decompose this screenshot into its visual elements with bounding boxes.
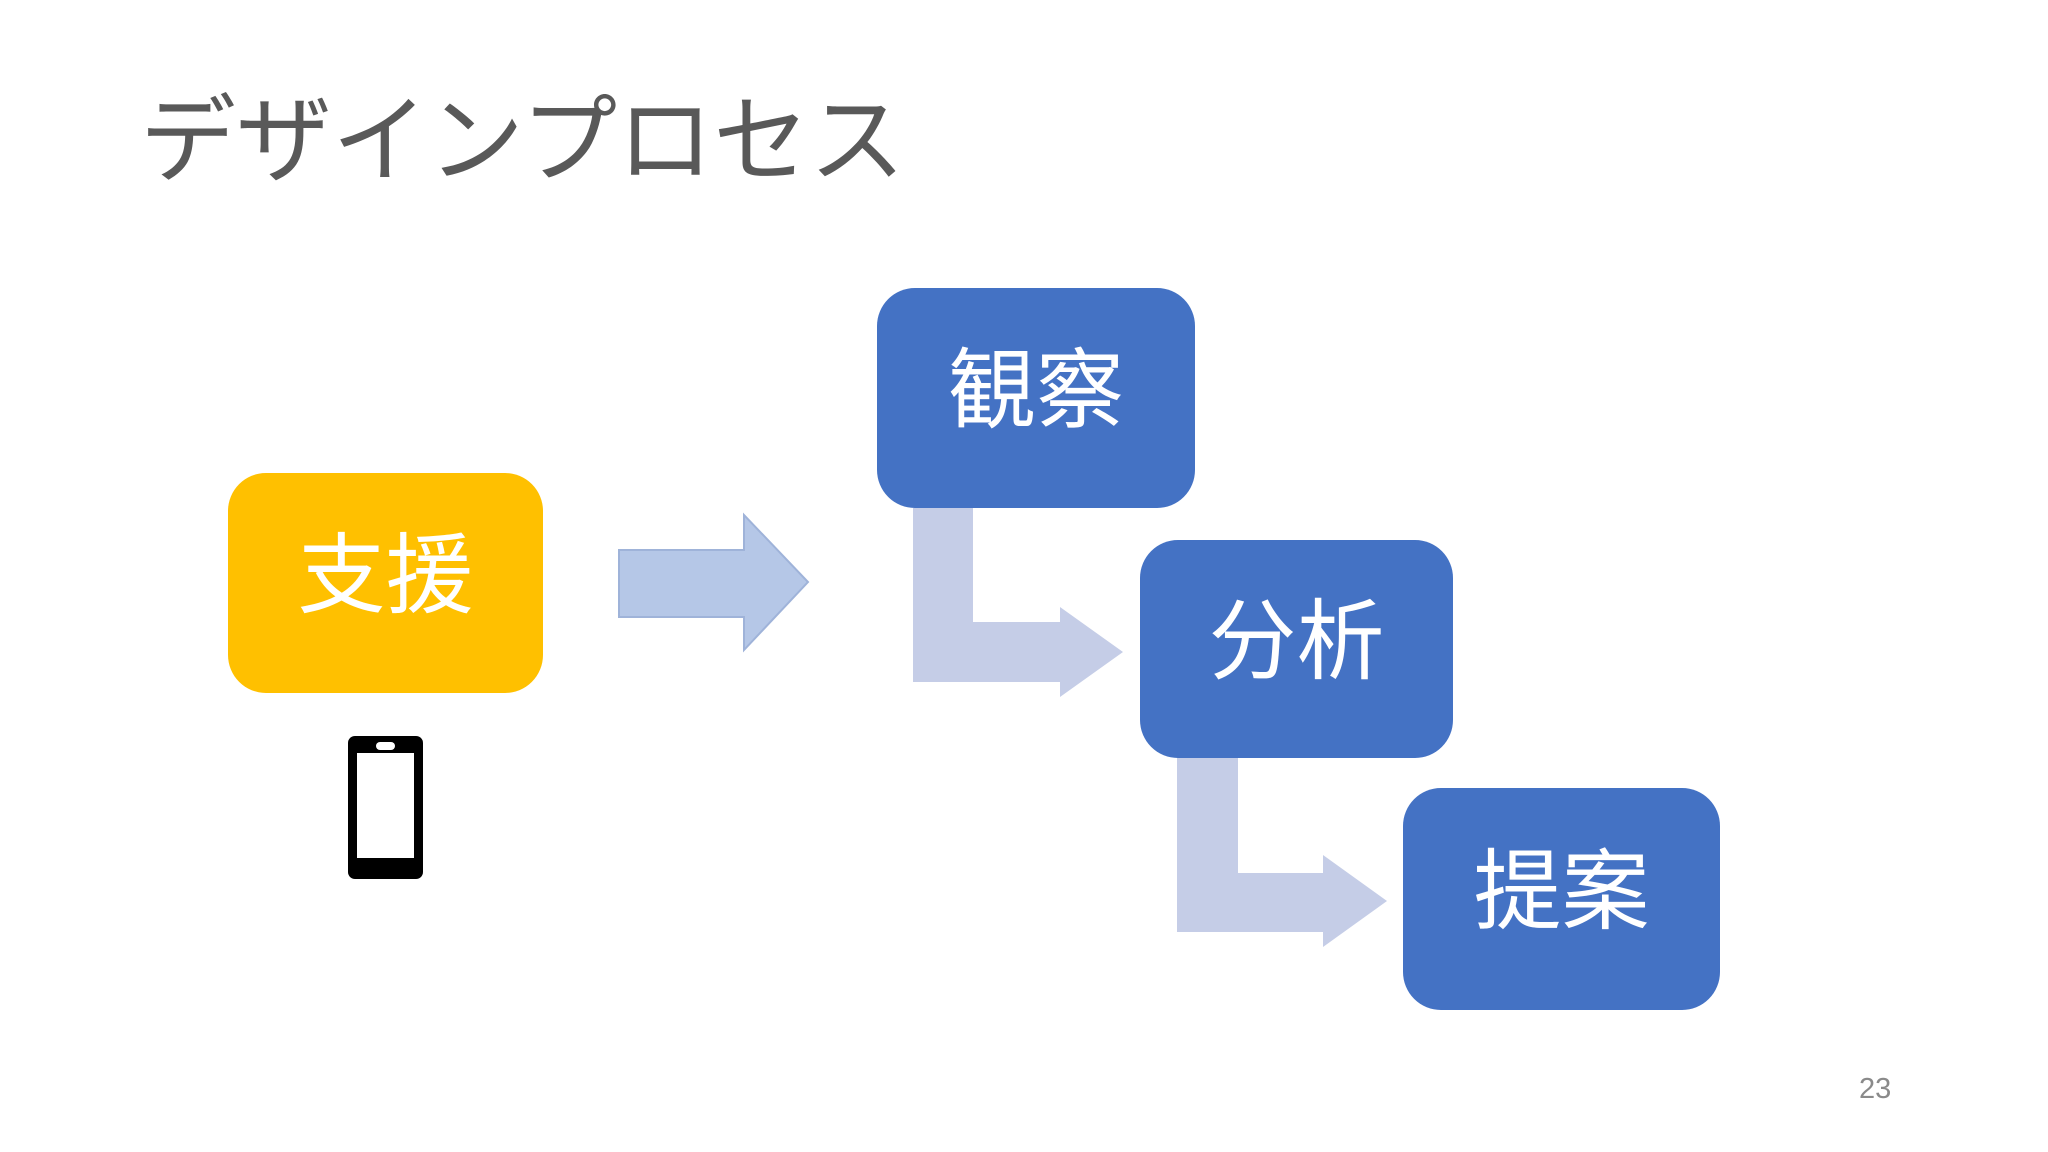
smartphone-screen	[357, 753, 414, 858]
node-analysis: 分析	[1140, 540, 1453, 758]
node-observation: 観察	[877, 288, 1195, 508]
elbow-arrow-icon	[913, 508, 1123, 697]
smartphone-speaker	[376, 742, 395, 750]
right-arrow-icon	[618, 512, 810, 653]
page-number: 23	[1859, 1073, 1892, 1105]
node-proposal: 提案	[1403, 788, 1720, 1010]
slide-title: デザインプロセス	[140, 88, 906, 195]
elbow-arrow-icon	[1177, 758, 1387, 947]
node-support: 支援	[228, 473, 543, 693]
node-proposal-label: 提案	[1473, 842, 1650, 941]
node-analysis-label: 分析	[1208, 592, 1385, 691]
node-support-label: 支援	[297, 526, 474, 625]
node-observation-label: 観察	[947, 341, 1124, 440]
smartphone-icon	[348, 736, 423, 879]
